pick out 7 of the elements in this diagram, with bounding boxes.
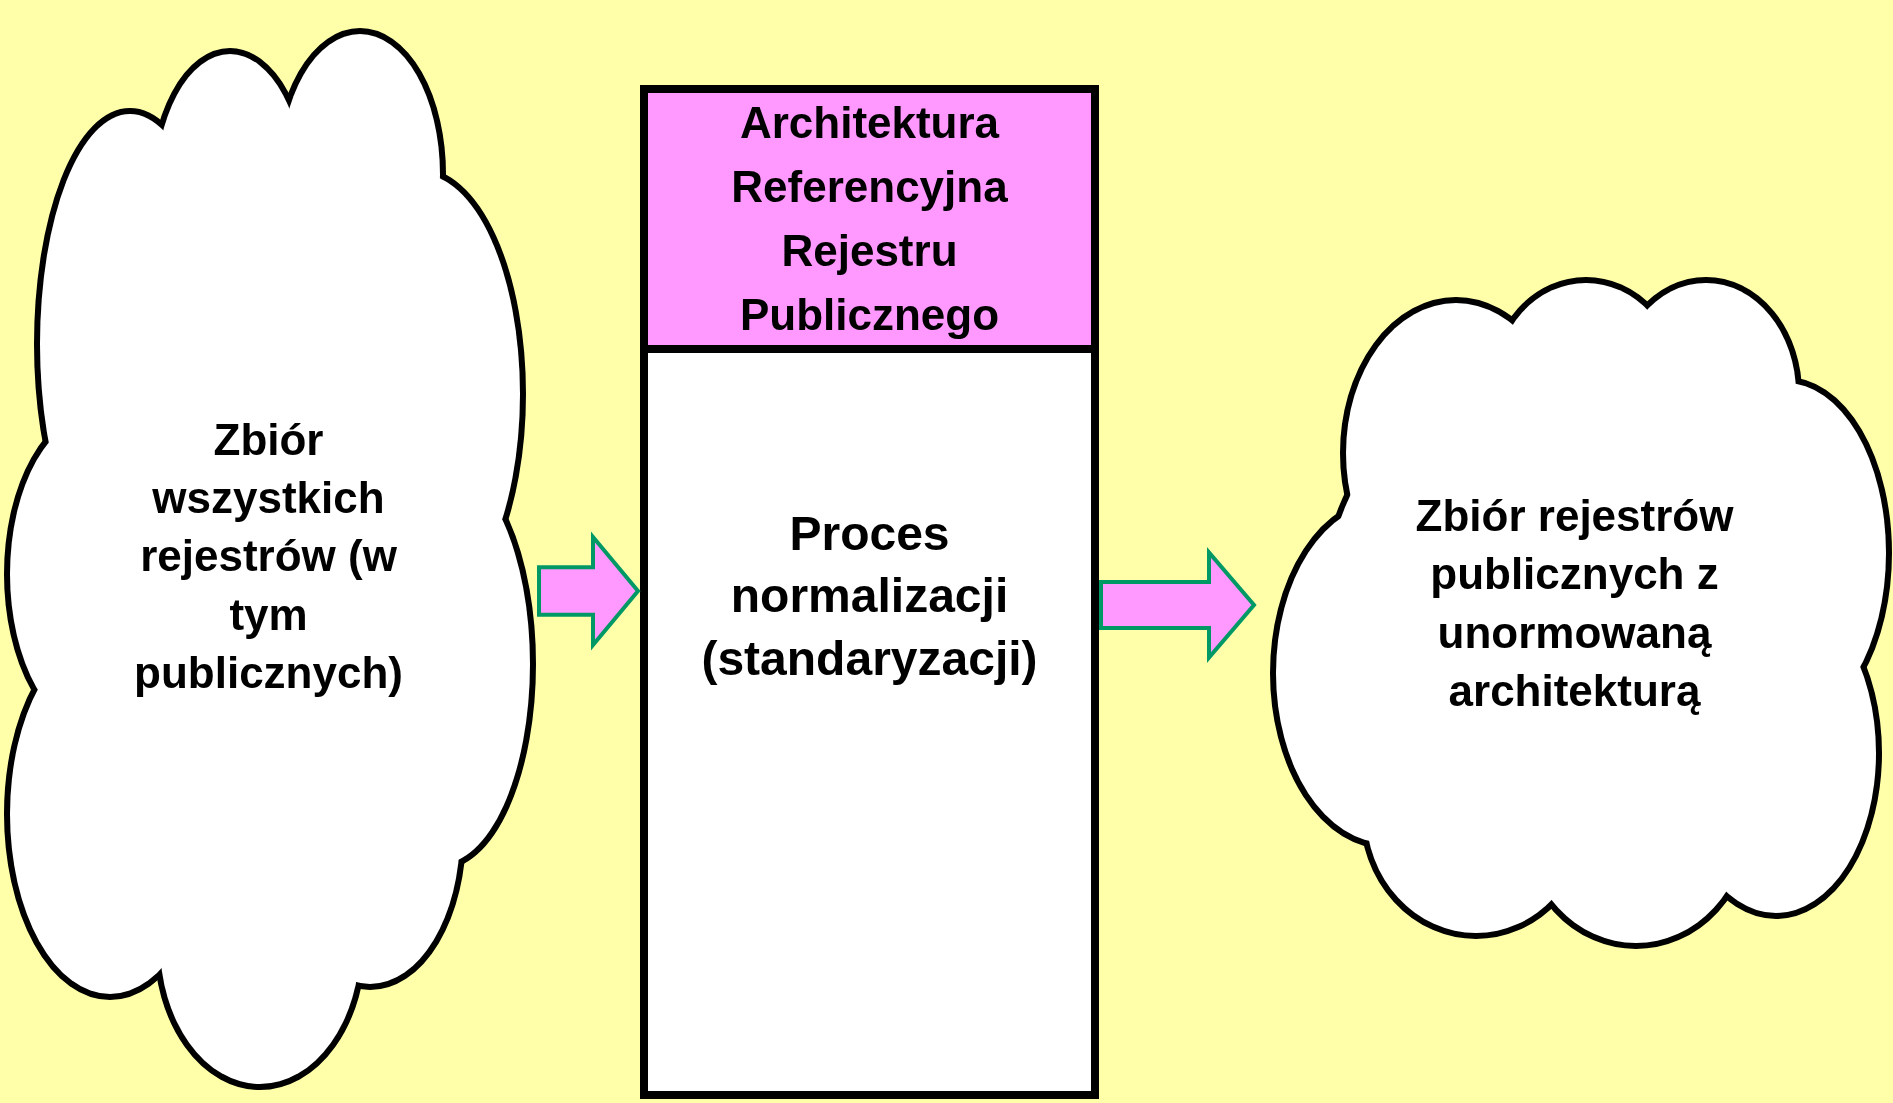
cloud-label: Zbiór wszystkich rejestrów (w tym publicznych) (133, 414, 404, 699)
process-box (640, 85, 1099, 1099)
cloud-label: Zbiór rejestrów publicznych z unormowaną architekturą (1414, 490, 1735, 717)
process-label: Proces normalizacji (standaryzacji) (700, 506, 1039, 687)
header-title: Architektura Referencyjna Rejestru Publicznego (730, 97, 1009, 341)
block-arrow (1099, 547, 1257, 663)
block-arrow (537, 531, 641, 651)
